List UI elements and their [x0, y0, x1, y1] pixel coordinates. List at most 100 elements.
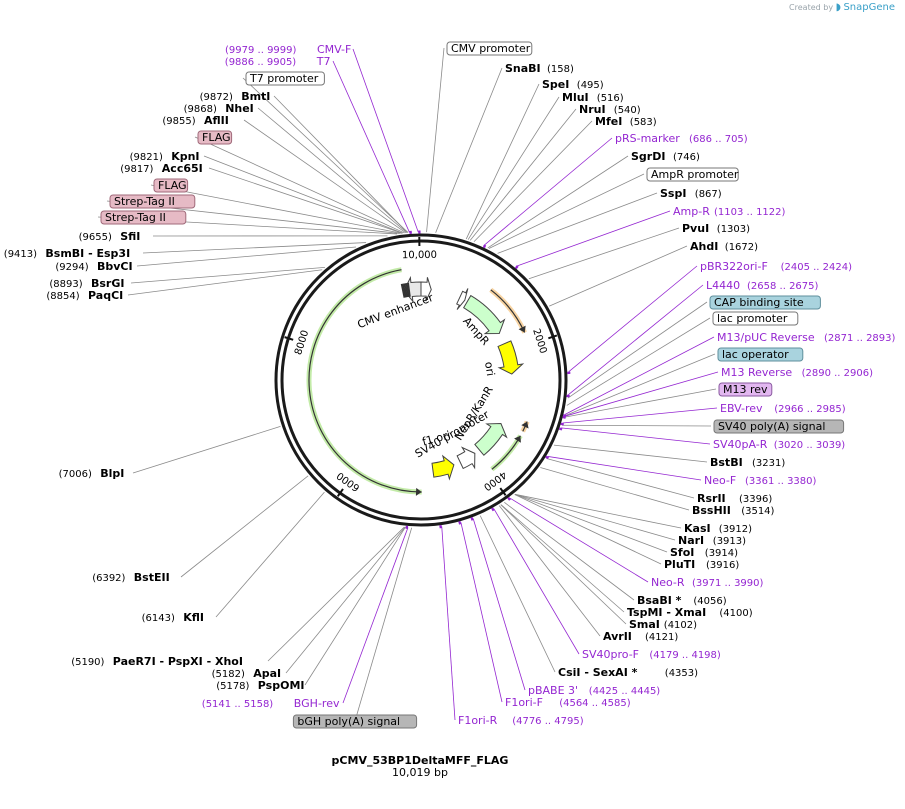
map-label-apai[interactable]: (5182) ApaI — [212, 667, 282, 680]
map-label-ebv-rev[interactable]: EBV-rev(2966 .. 2985) — [720, 402, 846, 415]
map-label-rsrii[interactable]: RsrII(3396) — [697, 492, 772, 505]
map-label-csii-sexai[interactable]: CsiI - SexAI *(4353) — [558, 666, 698, 679]
map-label-neo-r[interactable]: Neo-R(3971 .. 3990) — [651, 576, 764, 589]
label-box — [153, 178, 189, 193]
map-label-sgrdi[interactable]: SgrDI(746) — [631, 150, 700, 163]
map-label-bsteii[interactable]: (6392)BstEII — [92, 571, 169, 584]
map-label-pbr322ori-f[interactable]: pBR322ori-F(2405 .. 2424) — [700, 260, 852, 273]
primer-name: EBV-rev — [720, 402, 763, 415]
map-label-sv40-poly-a-signal[interactable]: SV40 poly(A) signal — [713, 419, 845, 434]
map-label-bmti[interactable]: (9872)BmtI — [200, 90, 271, 103]
map-label-sfoi[interactable]: SfoI(3914) — [670, 546, 738, 559]
map-label-m13-rev[interactable]: M13 rev — [718, 382, 773, 397]
map-label-flag[interactable]: FLAG — [197, 130, 233, 145]
map-label-paqci[interactable]: (8854)PaqCI — [46, 289, 123, 302]
map-label-paer7i-pspxi-xhoi[interactable]: (5190)PaeR7I - PspXI - XhoI — [71, 655, 243, 668]
feature-arrow-sv40-promoter[interactable] — [456, 446, 476, 470]
leader-line — [540, 467, 690, 511]
map-label-strep-tag-ii[interactable]: Strep-Tag II — [100, 210, 187, 225]
map-label-bsmbi-esp3i[interactable]: (9413)BsmBI - Esp3I — [4, 247, 130, 260]
map-label-pbabe-3[interactable]: pBABE 3'(4425 .. 4445) — [528, 684, 660, 697]
map-label-strep-tag-ii[interactable]: Strep-Tag II — [109, 194, 196, 209]
map-label-tspmi-xmai[interactable]: TspMI - XmaI(4100) — [627, 606, 753, 619]
map-label-bsrgi[interactable]: (8893)BsrGI — [49, 277, 124, 290]
primer-name: F1ori-F — [505, 696, 543, 709]
map-label-m13-reverse[interactable]: M13 Reverse(2890 .. 2906) — [721, 366, 873, 379]
map-label-mlui[interactable]: MluI(516) — [562, 91, 624, 104]
map-label-snabi[interactable]: SnaBI(158) — [505, 62, 574, 75]
map-label-sv40pro-f[interactable]: SV40pro-F(4179 .. 4198) — [582, 648, 721, 661]
site-position: (9855) — [162, 116, 195, 127]
map-label-spei[interactable]: SpeI(495) — [542, 78, 604, 91]
tick-mark — [548, 334, 558, 340]
map-label-nari[interactable]: NarI(3913) — [678, 534, 746, 547]
feature-arrow-ori[interactable] — [497, 340, 525, 375]
leader-line — [487, 155, 629, 249]
primer-range: (4776 .. 4795) — [512, 716, 584, 727]
site-position: (4353) — [665, 668, 698, 679]
map-label-flag[interactable]: FLAG — [153, 178, 189, 193]
map-label-f1ori-f[interactable]: F1ori-F(4564 .. 4585) — [505, 696, 631, 709]
map-label-bgh-poly-a-signal[interactable]: bGH poly(A) signal — [292, 714, 418, 729]
map-label-ampr-promoter[interactable]: AmpR promoter — [646, 167, 739, 182]
leader-line — [215, 491, 325, 618]
site-name: BbvCI — [97, 260, 133, 273]
leader-line — [426, 47, 445, 233]
primer-range: (2890 .. 2906) — [802, 368, 874, 379]
map-label-cap-binding-site[interactable]: CAP binding site — [709, 295, 821, 310]
feature-arrow-cmv-promoter[interactable] — [420, 277, 432, 302]
map-label-l4440[interactable]: L4440(2658 .. 2675) — [706, 279, 819, 292]
map-label-bsabi[interactable]: BsaBI *(4056) — [637, 594, 727, 607]
label-box — [245, 71, 325, 86]
leader-line — [203, 155, 403, 234]
feature-arrow-f1-ori[interactable] — [431, 454, 455, 481]
map-label-bsshii[interactable]: BssHII(3514) — [692, 504, 775, 517]
map-label-sspi[interactable]: SspI(867) — [660, 187, 722, 200]
map-label-nrui[interactable]: NruI(540) — [579, 103, 641, 116]
map-label-lac-operator[interactable]: lac operator — [717, 347, 804, 362]
orf-left[interactable] — [308, 269, 422, 493]
map-label-lac-promoter[interactable]: lac promoter — [712, 311, 799, 326]
leader-line — [130, 266, 325, 284]
map-label-prs-marker[interactable]: pRS-marker(686 .. 705) — [615, 132, 748, 145]
map-label-pvui[interactable]: PvuI(1303) — [682, 222, 750, 235]
map-label-pspomi[interactable]: (5178)PspOMI — [216, 679, 304, 692]
map-label-bgh-rev[interactable]: (5141 .. 5158)BGH-rev — [202, 697, 340, 710]
map-label-nhei[interactable]: (9868)NheI — [184, 102, 254, 115]
map-label-blpi[interactable]: (7006)BlpI — [59, 467, 125, 480]
map-label-kfli[interactable]: (6143)KflI — [142, 611, 204, 624]
map-label-ahdi[interactable]: AhdI(1672) — [690, 240, 758, 253]
map-label-kasi[interactable]: KasI(3912) — [684, 522, 752, 535]
map-label-sfii[interactable]: (9655)SfiI — [79, 230, 141, 243]
map-label-bstbi[interactable]: BstBI(3231) — [710, 456, 785, 469]
map-label-pluti[interactable]: PluTI(3916) — [664, 558, 739, 571]
map-label-m13-puc-reverse[interactable]: M13/pUC Reverse(2871 .. 2893) — [717, 331, 896, 344]
site-position: (867) — [695, 189, 722, 200]
map-label-kpni[interactable]: (9821)KpnI — [130, 150, 200, 163]
site-name: ApaI — [253, 667, 281, 680]
map-label-smai[interactable]: SmaI(4102) — [629, 618, 697, 631]
map-label-cmv-f[interactable]: (9979 .. 9999)CMV-F — [225, 43, 351, 56]
site-position: (1303) — [717, 224, 750, 235]
map-label-t7[interactable]: (9886 .. 9905)T7 — [225, 55, 331, 68]
map-label-amp-r[interactable]: Amp-R(1103 .. 1122) — [673, 205, 786, 218]
site-position: (5182) — [212, 669, 245, 680]
map-label-neo-f[interactable]: Neo-F(3361 .. 3380) — [704, 474, 817, 487]
map-label-acc65i[interactable]: (9817)Acc65I — [120, 162, 203, 175]
feature-arrow-neor-kanr[interactable] — [474, 423, 508, 456]
label-text: SV40 poly(A) signal — [718, 420, 825, 433]
map-label-mfei[interactable]: MfeI(583) — [595, 115, 657, 128]
site-position: (9294) — [55, 262, 88, 273]
map-label-f1ori-r[interactable]: F1ori-R(4776 .. 4795) — [458, 714, 584, 727]
map-label-sv40pa-r[interactable]: SV40pA-R(3020 .. 3039) — [713, 438, 845, 451]
leader-line — [498, 505, 601, 637]
feature-arrow-ampr[interactable] — [463, 294, 506, 335]
leader-line — [564, 371, 719, 417]
map-label-avrii[interactable]: AvrII(4121) — [603, 630, 678, 643]
map-label-t7-promoter[interactable]: T7 promoter — [245, 71, 325, 86]
map-label-bbvci[interactable]: (9294) BbvCI — [55, 260, 132, 273]
map-label-aflii[interactable]: (9855)AflII — [162, 114, 228, 127]
map-label-cmv-promoter[interactable]: CMV promoter — [446, 41, 533, 56]
site-position: (9868) — [184, 104, 217, 115]
feature-arrow-ampr-promoter[interactable] — [456, 288, 469, 310]
